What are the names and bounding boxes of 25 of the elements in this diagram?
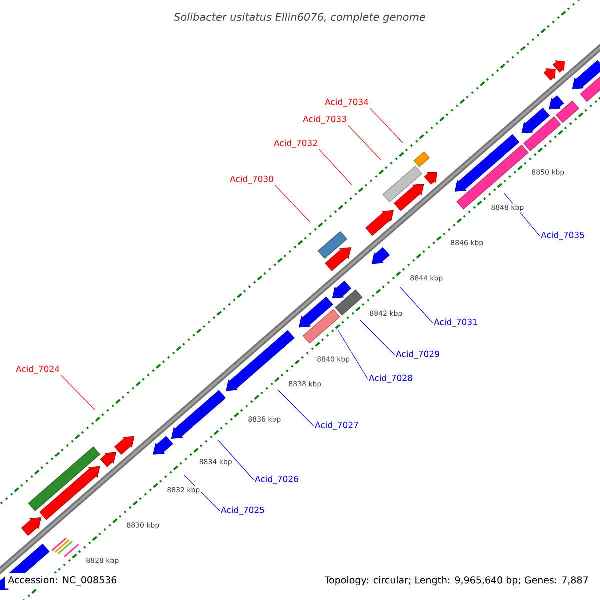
- gene-label: Acid_7035: [541, 232, 584, 240]
- leader-line: [370, 108, 404, 144]
- gene-label: Acid_7031: [434, 318, 478, 328]
- leader-line: [218, 440, 254, 480]
- leader-line: [60, 375, 96, 410]
- gene-label: Acid_7027: [315, 422, 358, 430]
- gene-label: Acid_7028: [369, 374, 412, 384]
- gene-label: Acid_7030: [230, 176, 274, 184]
- leader-line: [348, 125, 382, 160]
- gene-label: Acid_7029: [396, 350, 440, 360]
- accession-label: Accession: NC_008536: [5, 573, 120, 589]
- gene-label: Acid_7034: [325, 98, 368, 108]
- gene-label: Acid_7024: [16, 366, 60, 374]
- leader-line: [360, 320, 396, 356]
- title: Solibacter usitatus Ellin6076, complete genome: [174, 12, 426, 24]
- leader-line: [338, 330, 368, 380]
- gene-label: Acid_7033: [303, 116, 346, 124]
- leader-line: [278, 390, 314, 426]
- leader-line: [274, 185, 310, 222]
- genome-info-label: Topology: circular; Length: 9,965,640 bp; Genes: 7,887: [324, 576, 588, 586]
- leader-line: [318, 149, 352, 186]
- gene-label: Acid_7026: [255, 476, 298, 484]
- gene-label: Acid_7025: [221, 506, 264, 516]
- leader-line: [400, 286, 434, 324]
- gene-label: Acid_7032: [274, 140, 318, 148]
